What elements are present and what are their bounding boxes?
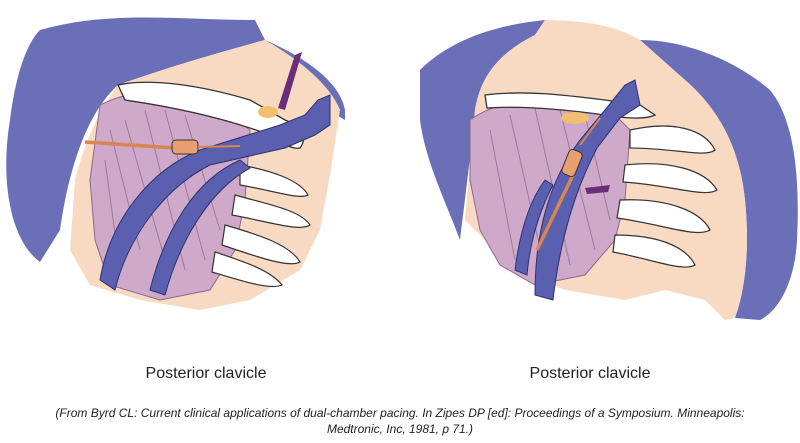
right-panel-caption: Posterior clavicle xyxy=(529,365,651,382)
subclavian-vein xyxy=(534,79,641,301)
sheath xyxy=(535,174,575,251)
left-panel-caption: Posterior clavicle xyxy=(145,365,267,382)
left-anatomy-illustration xyxy=(6,17,345,310)
right-anatomy-illustration xyxy=(420,20,798,320)
body-silhouette-right xyxy=(640,40,798,320)
clavicle xyxy=(117,81,304,149)
ribs xyxy=(211,164,311,288)
cephalic-vein xyxy=(514,179,554,276)
subclavian-vein xyxy=(99,94,331,291)
sheath-hub xyxy=(561,149,583,177)
sheath-hub xyxy=(171,139,199,155)
dilator-tip xyxy=(278,52,302,110)
citation-line-2: Medtronic, Inc, 1981, p 71.) xyxy=(326,422,474,436)
cephalic-vein xyxy=(149,159,251,296)
citation-line-1: (From Byrd CL: Current clinical applicat… xyxy=(55,406,745,420)
body-silhouette xyxy=(6,17,265,262)
dilator-tip xyxy=(585,185,610,194)
ribs xyxy=(612,125,718,268)
figure-citation: (From Byrd CL: Current clinical applicat… xyxy=(20,405,780,437)
sheath xyxy=(84,140,176,150)
body-silhouette xyxy=(420,20,545,240)
